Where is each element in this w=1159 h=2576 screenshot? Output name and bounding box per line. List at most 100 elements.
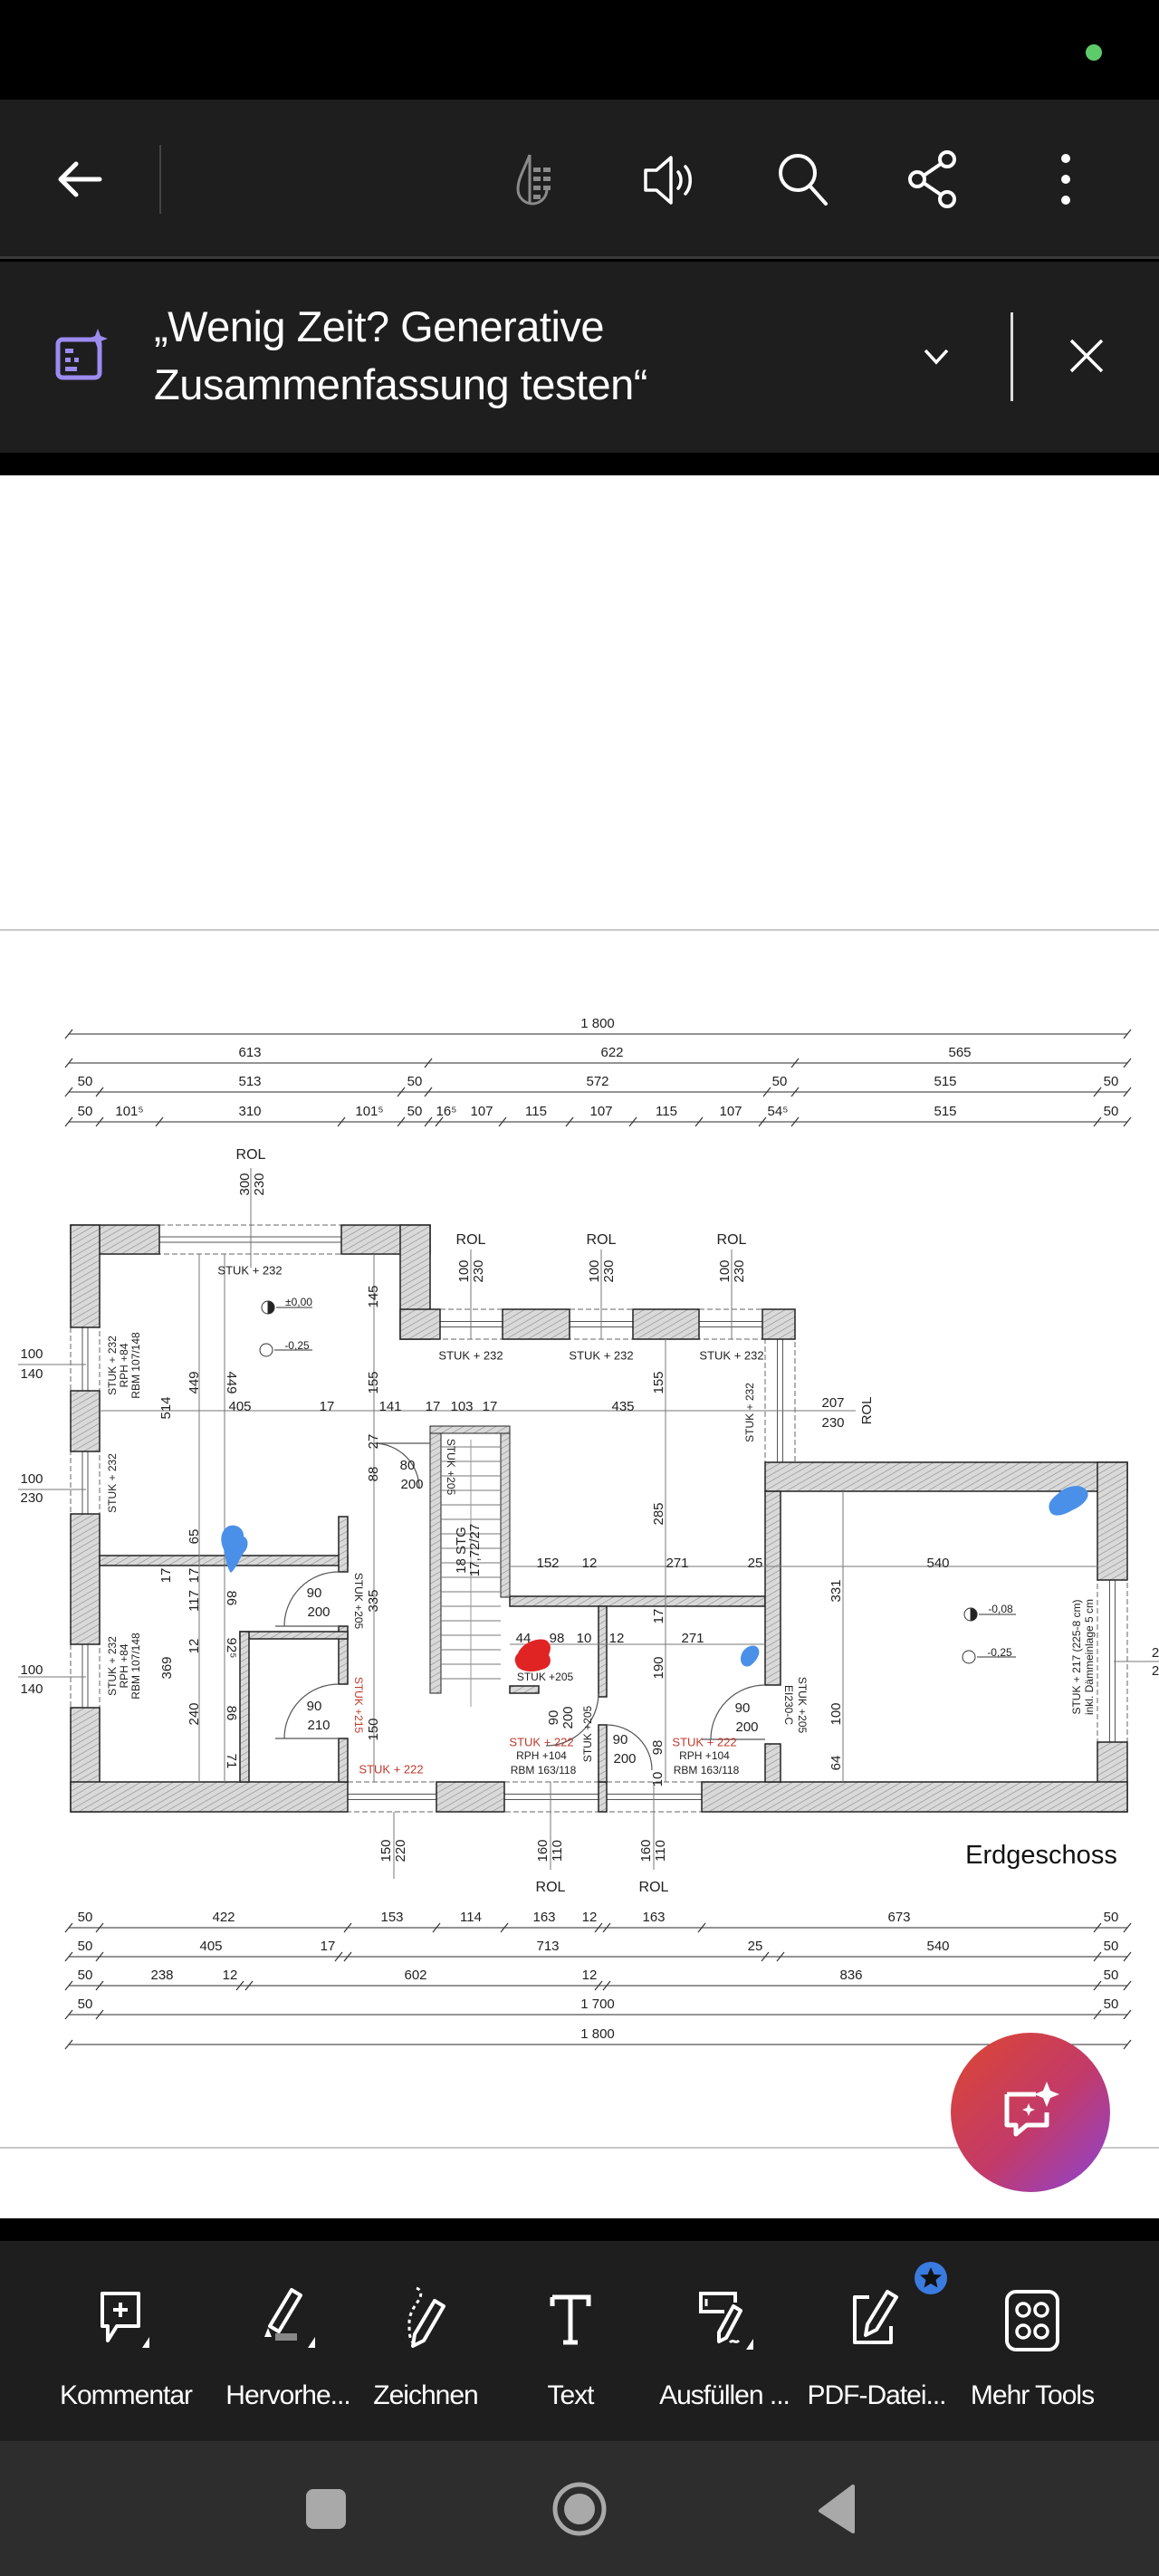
dimension-tick: [500, 1922, 509, 1933]
top-dimension-label: 50: [1104, 1074, 1119, 1089]
plan-label: 449: [187, 1371, 202, 1393]
dimension-tick: [64, 1116, 73, 1127]
chevron-down-icon[interactable]: [918, 339, 954, 379]
plan-label: 110: [653, 1840, 668, 1862]
plan-label: 140: [20, 1366, 43, 1382]
generative-summary-banner[interactable]: „Wenig Zeit? Generative Zusammenfassung …: [0, 262, 1159, 453]
bottom-dimension-label: 114: [460, 1910, 482, 1925]
plan-label: 98: [650, 1740, 666, 1756]
tool-ausfuellen[interactable]: Ausfüllen ...: [643, 2241, 806, 2441]
home-icon[interactable]: [548, 2477, 611, 2541]
plan-label: 17: [651, 1609, 666, 1624]
plan-label: 155: [366, 1371, 381, 1393]
dimension-tick: [758, 1116, 767, 1127]
tool-mehr-tools[interactable]: Mehr Tools: [951, 2241, 1114, 2441]
tool-label: Kommentar: [59, 2380, 193, 2410]
plan-label: 100: [20, 1346, 43, 1362]
top-dimension-label: 50: [78, 1104, 93, 1119]
plan-label: STUK + 232: [699, 1348, 763, 1362]
top-dimension-label: 16⁵: [436, 1104, 457, 1119]
plan-label: inkl. Dämmeinlage 5 cm: [1083, 1599, 1096, 1715]
plan-label: STUK + 222: [509, 1735, 573, 1748]
plan-label: 100: [20, 1471, 43, 1487]
plan-label: STUK + 222: [672, 1735, 736, 1748]
wall: [761, 1308, 796, 1340]
wall: [99, 1555, 349, 1566]
read-aloud-icon[interactable]: [638, 148, 702, 211]
staircase: [429, 1425, 511, 1707]
tool-label: Hervorhe...: [225, 2380, 350, 2410]
plan-label: 65: [187, 1529, 202, 1545]
plan-label: 25: [748, 1556, 763, 1571]
liquid-mode-icon[interactable]: [510, 148, 573, 211]
plan-label: 110: [550, 1840, 565, 1862]
window: [764, 1338, 796, 1463]
close-icon[interactable]: [1066, 335, 1107, 381]
recents-icon[interactable]: [294, 2477, 358, 2541]
tool-pdf-bearbeiten[interactable]: PDF-Datei...: [795, 2241, 958, 2441]
dimension-tick: [95, 1951, 104, 1962]
door-swings: [275, 1442, 766, 1771]
plan-label: 17: [426, 1399, 441, 1414]
top-dimension-label: 565: [948, 1045, 971, 1060]
dimension-tick: [602, 1922, 611, 1933]
dimension-tick: [432, 1922, 441, 1933]
wall: [509, 1595, 766, 1607]
floor-title: Erdgeschoss: [965, 1841, 1117, 1870]
dimension-tick: [761, 1951, 770, 1962]
wall: [598, 1781, 608, 1813]
plan-label: -0,25: [284, 1339, 310, 1352]
bottom-dimension-label: 50: [1104, 1910, 1119, 1925]
more-options-icon[interactable]: [1034, 148, 1097, 211]
plan-label: STUK +205: [517, 1671, 574, 1683]
dimension-tick: [1123, 1116, 1132, 1127]
level-marker-icon: [259, 1343, 273, 1357]
plan-label: 230: [20, 1490, 43, 1506]
top-dimension-label: 50: [407, 1074, 423, 1089]
plan-label: 64: [829, 1756, 844, 1771]
back-arrow-icon[interactable]: [48, 148, 111, 211]
tool-kommentar[interactable]: Kommentar: [44, 2241, 207, 2441]
plan-label: 240: [187, 1702, 202, 1725]
bottom-dimension-label: 422: [212, 1910, 235, 1925]
dimension-tick: [602, 1980, 611, 1991]
top-dimension-label: 515: [934, 1074, 956, 1089]
ai-assistant-button[interactable]: [951, 2033, 1110, 2192]
back-icon[interactable]: [806, 2477, 869, 2541]
dimension-tick: [64, 1980, 73, 1991]
wall: [632, 1308, 700, 1340]
top-dimension-label: 115: [656, 1104, 677, 1119]
tool-hervorheben[interactable]: Hervorhe...: [206, 2241, 369, 2441]
highlighter-icon: [264, 2288, 315, 2348]
dimension-tick: [64, 2039, 73, 2050]
wall: [764, 1461, 1128, 1492]
dimension-tick: [95, 1087, 104, 1097]
bottom-dimension-label: 836: [839, 1968, 862, 1983]
ai-summary-icon: [54, 327, 110, 388]
wall: [502, 1308, 570, 1340]
dimension-tick: [498, 1116, 507, 1127]
wall: [764, 1743, 781, 1783]
banner-title[interactable]: „Wenig Zeit? Generative Zusammenfassung …: [154, 298, 878, 414]
bottom-dimension-label: 238: [150, 1968, 173, 1983]
plan-label: 141: [378, 1399, 401, 1414]
plan-label: STUK + 232: [569, 1348, 633, 1362]
share-icon[interactable]: [902, 148, 965, 211]
tool-text[interactable]: Text: [489, 2241, 652, 2441]
tool-zeichnen[interactable]: Zeichnen: [344, 2241, 507, 2441]
window: [70, 1643, 101, 1709]
plan-label: ROL: [587, 1232, 617, 1248]
plan-label: 100: [717, 1259, 733, 1282]
dimension-tick: [1093, 1116, 1102, 1127]
bottom-dimension-label: 540: [926, 1939, 949, 1954]
plan-label: -0,08: [988, 1603, 1013, 1615]
bottom-dimension-label: 50: [78, 1997, 93, 2012]
tool-label: PDF-Datei...: [807, 2380, 946, 2410]
text-icon: [550, 2294, 591, 2345]
plan-label: 152: [536, 1556, 559, 1571]
wall: [764, 1490, 781, 1686]
user-annotations: [221, 1486, 1088, 1671]
search-icon[interactable]: [771, 148, 835, 211]
stair-wall: [429, 1430, 442, 1694]
